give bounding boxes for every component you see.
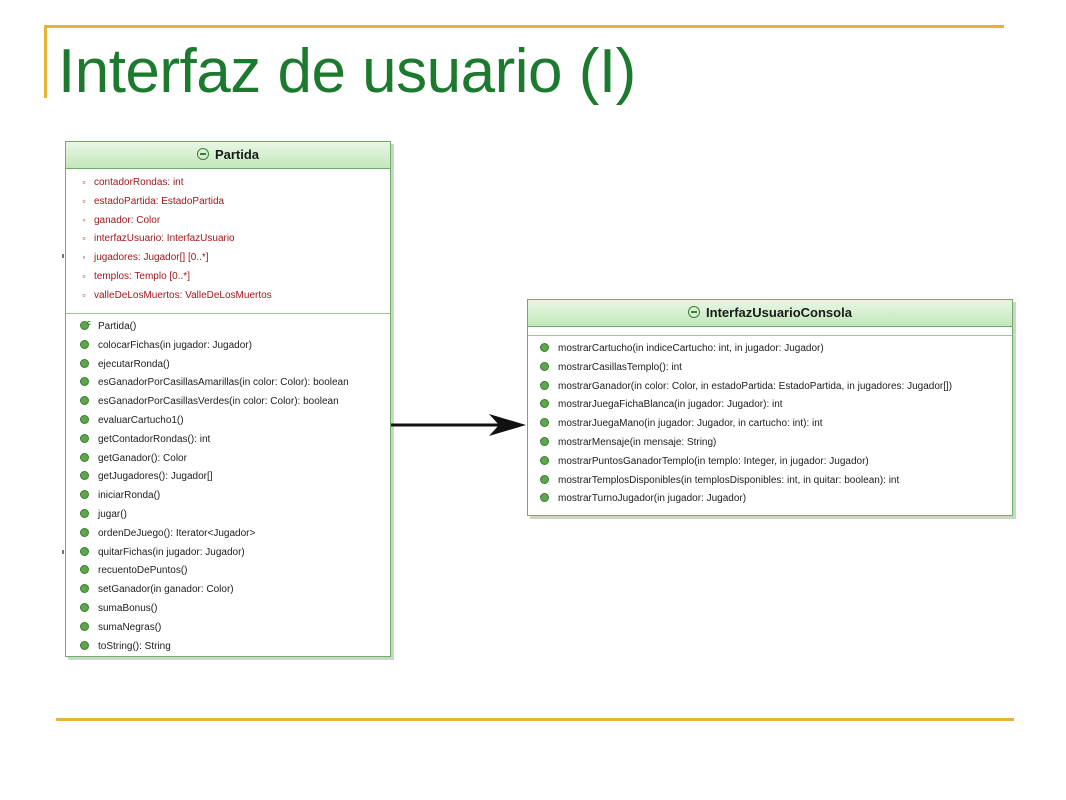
public-method-icon bbox=[80, 471, 89, 481]
public-method-icon bbox=[540, 455, 549, 465]
attribute-item: ◦ganador: Color bbox=[66, 211, 390, 230]
connector-tick bbox=[62, 254, 64, 258]
operation-item: mostrarCasillasTemplo(): int bbox=[528, 359, 1012, 378]
operation-item: getJugadores(): Jugador[] bbox=[66, 468, 390, 487]
public-method-icon bbox=[80, 414, 89, 424]
operation-item: mostrarJuegaFichaBlanca(in jugador: Juga… bbox=[528, 396, 1012, 415]
public-method-icon bbox=[540, 493, 549, 503]
operation-item: mostrarPuntosGanadorTemplo(in templo: In… bbox=[528, 453, 1012, 472]
class-interfaz-header: InterfazUsuarioConsola bbox=[528, 300, 1012, 327]
protected-field-icon: ◦ bbox=[82, 252, 86, 263]
public-method-icon bbox=[80, 527, 89, 537]
public-method-icon bbox=[80, 452, 89, 462]
attribute-item: ▫valleDeLosMuertos: ValleDeLosMuertos bbox=[66, 286, 390, 305]
public-method-icon bbox=[540, 474, 549, 484]
public-method-icon bbox=[80, 546, 89, 556]
operation-item: recuentoDePuntos() bbox=[66, 562, 390, 581]
protected-field-icon: ◦ bbox=[82, 214, 86, 225]
class-interfaz-name: InterfazUsuarioConsola bbox=[706, 305, 852, 320]
operation-item: toString(): String bbox=[66, 638, 390, 657]
operation-item: evaluarCartucho1() bbox=[66, 412, 390, 431]
operation-item: esGanadorPorCasillasVerdes(in color: Col… bbox=[66, 393, 390, 412]
attribute-item: ◦jugadores: Jugador[] [0..*] bbox=[66, 248, 390, 267]
association-arrow bbox=[391, 414, 526, 436]
private-field-icon: ▫ bbox=[82, 233, 86, 244]
public-method-icon bbox=[80, 565, 89, 575]
class-partida: Partida ▫contadorRondas: int ▫estadoPart… bbox=[65, 141, 391, 657]
operation-item: mostrarGanador(in color: Color, in estad… bbox=[528, 378, 1012, 397]
public-method-icon bbox=[540, 418, 549, 428]
class-interfaz-usuario-consola: InterfazUsuarioConsola mostrarCartucho(i… bbox=[527, 299, 1013, 516]
public-method-icon bbox=[80, 602, 89, 612]
attribute-item: ▫contadorRondas: int bbox=[66, 173, 390, 192]
public-method-icon bbox=[80, 490, 89, 500]
partida-operations: Partida() colocarFichas(in jugador: Juga… bbox=[66, 314, 390, 660]
public-method-icon bbox=[80, 396, 89, 406]
partida-attributes: ▫contadorRondas: int ▫estadoPartida: Est… bbox=[66, 169, 390, 314]
operation-item: iniciarRonda() bbox=[66, 487, 390, 506]
attribute-item: ▫estadoPartida: EstadoPartida bbox=[66, 192, 390, 211]
operation-item: mostrarCartucho(in indiceCartucho: int, … bbox=[528, 340, 1012, 359]
connector-tick bbox=[62, 550, 64, 554]
public-method-icon bbox=[540, 380, 549, 390]
operation-item: getContadorRondas(): int bbox=[66, 431, 390, 450]
public-method-icon bbox=[80, 339, 89, 349]
public-method-icon bbox=[540, 343, 549, 352]
public-method-icon bbox=[80, 508, 89, 518]
private-field-icon: ▫ bbox=[82, 195, 86, 206]
class-partida-header: Partida bbox=[66, 142, 390, 169]
operation-item: getGanador(): Color bbox=[66, 450, 390, 469]
private-field-icon: ▫ bbox=[82, 177, 86, 187]
public-method-icon bbox=[80, 433, 89, 443]
attribute-item: ▫interfazUsuario: InterfazUsuario bbox=[66, 229, 390, 248]
bottom-rule bbox=[56, 718, 1014, 721]
private-field-icon: ▫ bbox=[82, 289, 86, 300]
interfaz-attributes bbox=[528, 327, 1012, 336]
constructor-icon bbox=[80, 315, 91, 334]
top-rule bbox=[44, 25, 1004, 28]
class-icon bbox=[688, 306, 701, 318]
operation-item: setGanador(in ganador: Color) bbox=[66, 581, 390, 600]
left-rule bbox=[44, 25, 47, 98]
attribute-item: ▫templos: Templo [0..*] bbox=[66, 267, 390, 286]
operation-item: mostrarTemplosDisponibles(in templosDisp… bbox=[528, 472, 1012, 491]
public-method-icon bbox=[80, 377, 89, 387]
public-method-icon bbox=[540, 436, 549, 446]
public-method-icon bbox=[80, 621, 89, 631]
operation-item: esGanadorPorCasillasAmarillas(in color: … bbox=[66, 374, 390, 393]
public-method-icon bbox=[80, 358, 89, 368]
slide-title: Interfaz de usuario (I) bbox=[58, 37, 636, 106]
operation-item: mostrarTurnoJugador(in jugador: Jugador) bbox=[528, 490, 1012, 509]
operation-item: mostrarMensaje(in mensaje: String) bbox=[528, 434, 1012, 453]
operation-item: sumaBonus() bbox=[66, 600, 390, 619]
class-icon bbox=[196, 148, 209, 160]
interfaz-operations: mostrarCartucho(in indiceCartucho: int, … bbox=[528, 336, 1012, 513]
public-method-icon bbox=[540, 399, 549, 409]
operation-item: ordenDeJuego(): Iterator<Jugador> bbox=[66, 525, 390, 544]
operation-item: quitarFichas(in jugador: Jugador) bbox=[66, 544, 390, 563]
private-field-icon: ▫ bbox=[82, 270, 86, 281]
operation-item: colocarFichas(in jugador: Jugador) bbox=[66, 337, 390, 356]
operation-item: Partida() bbox=[66, 315, 390, 337]
operation-item: mostrarJuegaMano(in jugador: Jugador, in… bbox=[528, 415, 1012, 434]
operation-item: ejecutarRonda() bbox=[66, 356, 390, 375]
public-method-icon bbox=[540, 361, 549, 371]
public-method-icon bbox=[80, 640, 89, 650]
operation-item: sumaNegras() bbox=[66, 619, 390, 638]
operation-item: jugar() bbox=[66, 506, 390, 525]
public-method-icon bbox=[80, 584, 89, 594]
class-partida-name: Partida bbox=[214, 147, 260, 162]
